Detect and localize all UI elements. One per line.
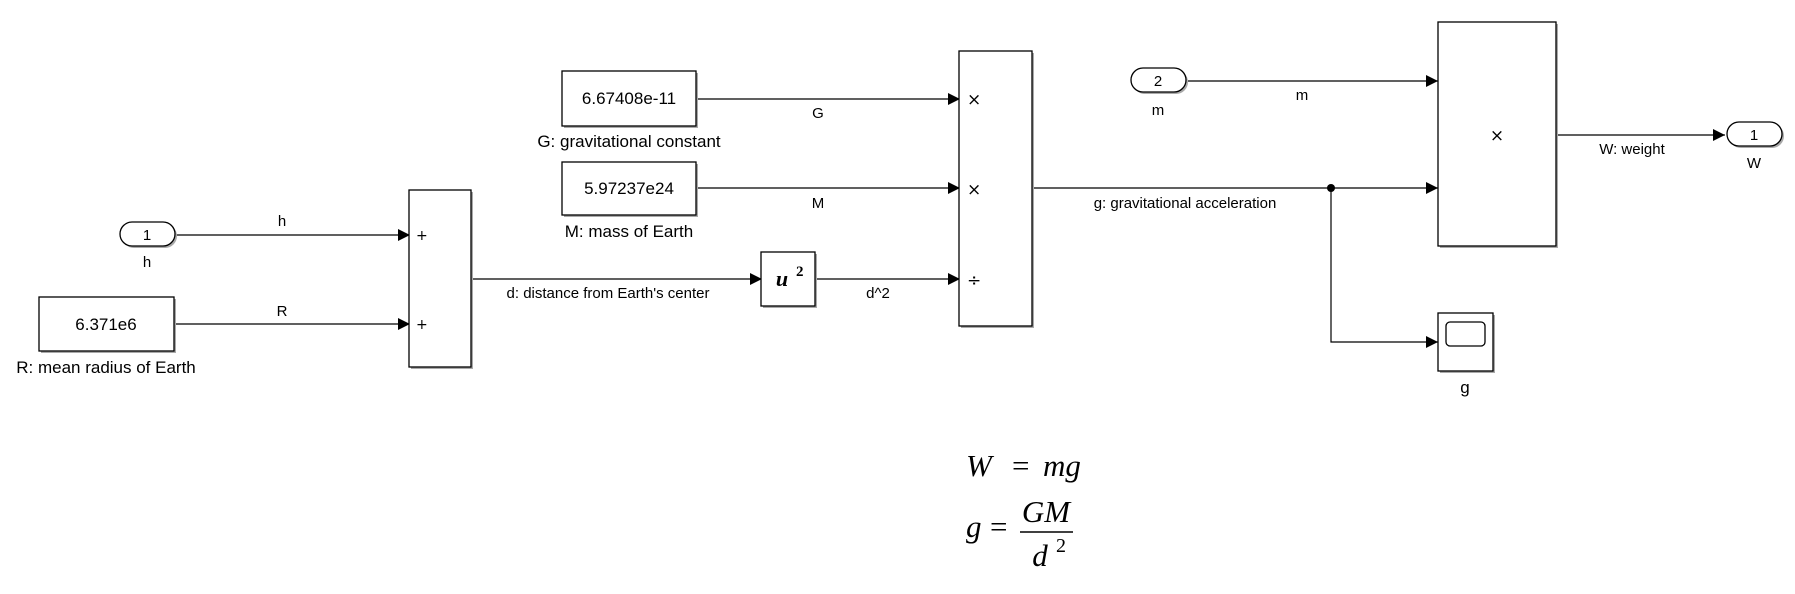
equation-weight: W = mg (966, 448, 1081, 483)
constant-R-caption: R: mean radius of Earth (16, 358, 196, 377)
constant-G-caption: G: gravitational constant (537, 132, 721, 151)
outport-W[interactable]: 1 W (1726, 121, 1784, 172)
inport-h-name: h (143, 254, 151, 271)
product-op-3: ÷ (967, 271, 981, 291)
signal-label-d-squared: d^2 (866, 285, 890, 302)
constant-G[interactable]: 6.67408e-11 G: gravitational constant (537, 70, 721, 151)
scope-g[interactable]: g (1437, 312, 1495, 397)
weight-product-block[interactable]: × (1437, 21, 1558, 248)
scope-screen-icon (1445, 321, 1486, 347)
product-divide-block[interactable]: × × ÷ (958, 50, 1034, 328)
signal-label-g: g: gravitational acceleration (1094, 195, 1277, 212)
eq1-lhs: W (966, 448, 995, 483)
constant-R-value: 6.371e6 (75, 315, 136, 334)
inport-h[interactable]: 1 h (119, 221, 177, 271)
constant-M[interactable]: 5.97237e24 M: mass of Earth (561, 161, 698, 241)
eq2-equals: = (990, 509, 1007, 544)
eq2-denominator-exponent: 2 (1056, 535, 1066, 557)
constant-M-value: 5.97237e24 (584, 179, 674, 198)
signal-label-h: h (278, 213, 286, 230)
eq2-numerator: GM (1022, 494, 1072, 529)
weight-product-op: × (1490, 126, 1504, 146)
inport-m-name: m (1152, 102, 1165, 119)
scope-name: g (1460, 378, 1469, 397)
signal-label-W: W: weight (1599, 141, 1665, 158)
square-block[interactable]: u 2 (760, 251, 817, 308)
eq2-denominator-base: d (1032, 538, 1048, 573)
outport-W-name: W (1747, 155, 1762, 172)
signal-label-G: G (812, 105, 824, 122)
eq1-rhs: mg (1043, 448, 1081, 483)
constant-G-value: 6.67408e-11 (582, 89, 676, 108)
sum-block[interactable]: + + (408, 189, 473, 369)
wire-g-branch[interactable] (1330, 188, 1438, 348)
sum-sign-1: + (416, 228, 428, 244)
product-op-1: × (967, 90, 981, 110)
eq2-lhs: g (966, 509, 982, 544)
inport-m[interactable]: 2 m (1130, 67, 1188, 119)
outport-W-number: 1 (1750, 127, 1758, 144)
sum-sign-2: + (416, 317, 428, 333)
square-base: u (776, 266, 788, 291)
signal-label-M: M (812, 195, 825, 212)
constant-R[interactable]: 6.371e6 R: mean radius of Earth (16, 296, 196, 377)
square-exponent: 2 (796, 264, 804, 280)
signal-label-R: R (277, 303, 288, 320)
constant-M-caption: M: mass of Earth (565, 222, 693, 241)
branch-point (1327, 184, 1335, 192)
product-op-2: × (967, 180, 981, 200)
signal-label-m: m (1296, 87, 1309, 104)
signal-lines (175, 75, 1725, 348)
inport-m-number: 2 (1154, 73, 1162, 90)
signal-label-d: d: distance from Earth's center (507, 285, 710, 302)
eq1-equals: = (1012, 448, 1029, 483)
equation-gravity: g = GM d 2 (966, 494, 1073, 573)
signal-labels: h R d: distance from Earth's center d^2 … (277, 87, 1666, 320)
inport-h-number: 1 (143, 227, 151, 244)
